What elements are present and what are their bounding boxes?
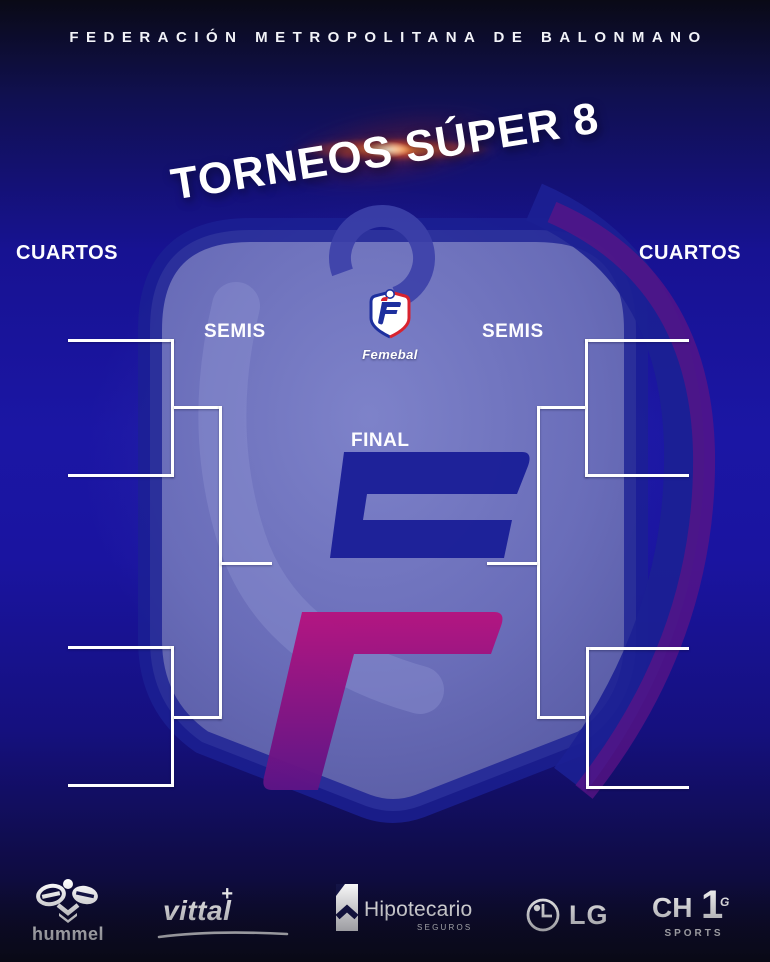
hipotecario-banner-icon xyxy=(336,884,358,931)
sponsor-ch1: CH 1 G SPORTS xyxy=(646,883,742,939)
ch1-ch-wordmark: CH xyxy=(652,892,693,923)
bracket-right-qf1-bottom-slot xyxy=(585,474,689,477)
label-final: FINAL xyxy=(351,430,410,451)
hummel-wordmark: hummel xyxy=(31,924,104,944)
vittal-plus-icon: + xyxy=(221,883,233,905)
bracket-right-sf-connector xyxy=(537,406,540,719)
femebal-shield-icon xyxy=(369,289,411,339)
femebal-logo: Femebal xyxy=(347,288,433,362)
hipotecario-seguros-label: SEGUROS xyxy=(417,923,473,932)
bracket-left-qf1-connector xyxy=(171,339,174,477)
bracket-right-qf2-connector xyxy=(586,647,589,788)
sponsor-lg: LG xyxy=(525,897,609,933)
sponsor-hipotecario: Hipotecario SEGUROS xyxy=(336,884,472,932)
lg-face-icon xyxy=(526,898,560,932)
bracket-right-qf2-top-slot xyxy=(586,647,689,650)
bracket-left-qf2-top-slot xyxy=(68,646,174,649)
federation-header: FEDERACIÓN METROPOLITANA DE BALONMANO xyxy=(69,29,708,46)
bracket-right-sf-bottom-stub xyxy=(540,716,585,719)
bracket-right-final-stub xyxy=(487,562,537,565)
sponsor-hummel: hummel xyxy=(28,879,108,945)
ch1-g-flag-icon: G xyxy=(720,895,730,909)
lg-wordmark: LG xyxy=(569,899,609,930)
ch1-sports-label: SPORTS xyxy=(664,928,724,939)
bracket-right-qf1-top-slot xyxy=(585,339,689,342)
label-cuartos-left: CUARTOS xyxy=(16,242,119,264)
hipotecario-wordmark: Hipotecario xyxy=(364,898,473,921)
bracket-left-qf1-top-slot xyxy=(68,339,174,342)
vittal-swoosh-icon xyxy=(157,931,289,939)
bracket-left-sf-bottom-stub xyxy=(174,716,221,719)
bracket-right-sf-top-stub xyxy=(540,406,585,409)
title-flare-core xyxy=(366,141,410,158)
bracket-left-qf2-bottom-slot xyxy=(68,784,174,787)
label-semis-right: SEMIS xyxy=(482,321,544,342)
bracket-left-sf-connector xyxy=(219,406,222,719)
bracket-right-qf2-bottom-slot xyxy=(586,786,689,789)
hummel-bee-icon xyxy=(36,879,98,923)
bracket-right-qf1-connector xyxy=(585,339,588,477)
femebal-wordmark: Femebal xyxy=(362,347,418,362)
label-cuartos-right: CUARTOS xyxy=(639,242,742,264)
bracket-left-qf2-connector xyxy=(171,646,174,787)
bracket-left-final-stub xyxy=(221,562,272,565)
bracket-left-qf1-bottom-slot xyxy=(68,474,174,477)
bracket-left-sf-top-stub xyxy=(174,406,221,409)
label-semis-left: SEMIS xyxy=(204,321,266,342)
sponsor-vittal: vittal + xyxy=(157,883,289,941)
